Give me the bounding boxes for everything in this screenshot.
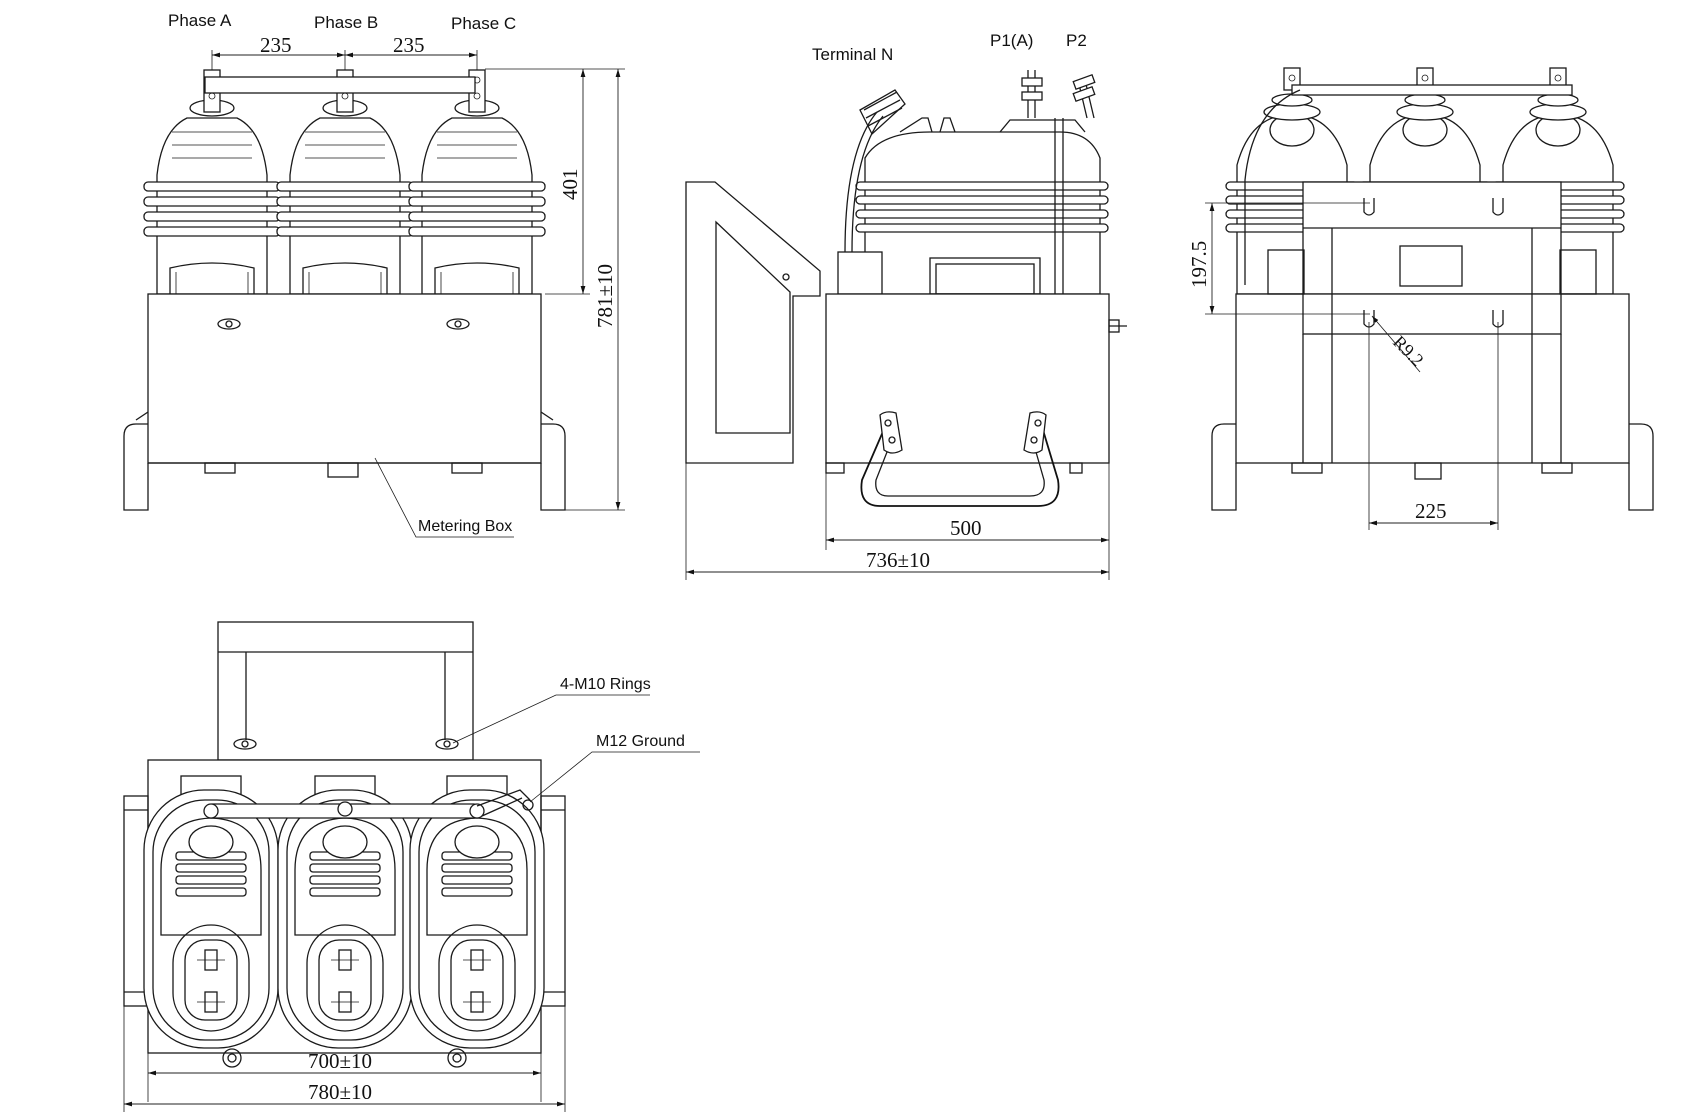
dim-phase-spacing-1: 235: [260, 33, 292, 57]
top-view: 4-M10 Rings M12 Ground 700±10 780±10: [123, 621, 700, 1112]
ring-icon: [217, 318, 241, 330]
dim-total-width: 780±10: [308, 1080, 372, 1104]
ring-icon: [233, 738, 257, 750]
dim-depth-500: 500: [950, 516, 982, 540]
insulator-bushing: [408, 69, 546, 295]
side-view: Terminal N P1(A) P2 500 736±10: [685, 31, 1127, 580]
bushing-top: [143, 775, 279, 1049]
shed: [855, 195, 1109, 205]
rear-view: 197.5 R9.2 225: [1187, 67, 1654, 530]
shed: [855, 223, 1109, 233]
phase-a-label: Phase A: [168, 11, 232, 30]
rings-label: 4-M10 Rings: [560, 676, 651, 693]
insulator-bushing: [276, 69, 414, 295]
dim-upper-height: 401: [558, 169, 582, 201]
front-view: Metering Box Phase A Phase B Phase C 235…: [123, 11, 625, 538]
phase-b-label: Phase B: [314, 13, 378, 32]
terminal-n-label: Terminal N: [812, 45, 893, 64]
dim-slot-height: 197.5: [1187, 241, 1211, 288]
phase-c-label: Phase C: [451, 14, 516, 33]
shed: [855, 209, 1109, 219]
metering-box-label: Metering Box: [418, 518, 512, 535]
dim-inner-width: 700±10: [308, 1049, 372, 1073]
ring-icon: [435, 738, 459, 750]
ring-icon: [446, 318, 470, 330]
shed: [855, 181, 1109, 191]
metering-box-body: [147, 293, 542, 464]
ground-label: M12 Ground: [596, 733, 685, 750]
insulator-bushing: [143, 69, 281, 295]
dim-total-height: 781±10: [593, 264, 617, 328]
bushing-top: [409, 775, 545, 1049]
p2-label: P2: [1066, 31, 1087, 50]
p1a-label: P1(A): [990, 31, 1033, 50]
dim-slot-spacing: 225: [1415, 499, 1447, 523]
dim-phase-spacing-2: 235: [393, 33, 425, 57]
dim-depth-total: 736±10: [866, 548, 930, 572]
